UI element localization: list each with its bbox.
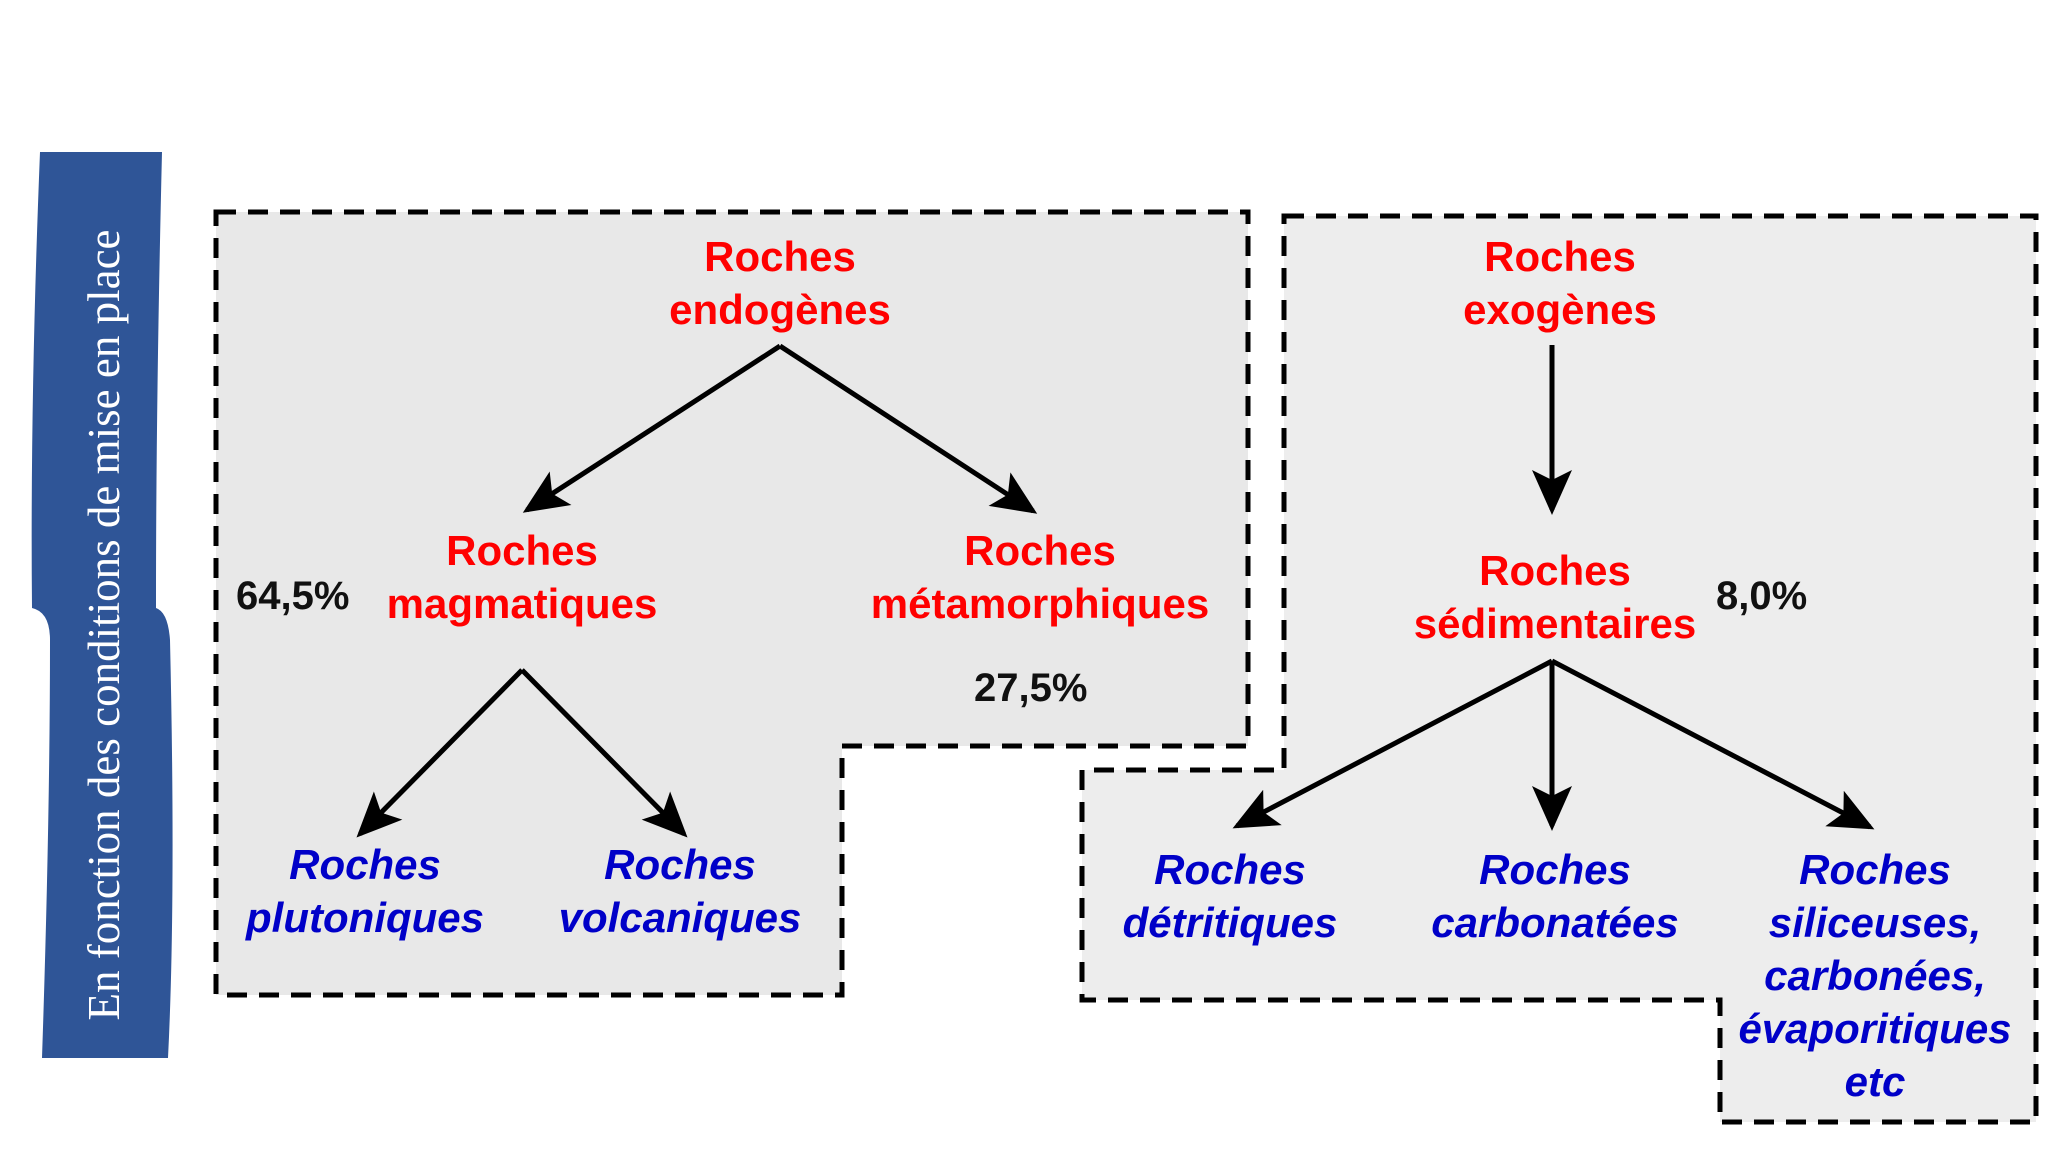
arrow-magmatiques-to-volcaniques bbox=[520, 668, 688, 838]
node-line: Roches bbox=[1479, 547, 1631, 594]
node-line: Roches bbox=[1479, 846, 1631, 893]
node-roches-metamorphiques: Roches métamorphiques bbox=[860, 524, 1220, 630]
node-roches-siliceuses: Roches siliceuses, carbonées, évaporitiq… bbox=[1725, 843, 2025, 1108]
node-line: plutoniques bbox=[246, 894, 484, 941]
node-roches-sedimentaires: Roches sédimentaires bbox=[1390, 544, 1720, 650]
node-line: Roches bbox=[1799, 846, 1951, 893]
node-roches-magmatiques: Roches magmatiques bbox=[372, 524, 672, 630]
percentage-metamorphiques: 27,5% bbox=[974, 666, 1088, 710]
percentage-magmatiques: 64,5% bbox=[236, 574, 350, 618]
node-line: exogènes bbox=[1463, 286, 1657, 333]
node-roches-carbonatees: Roches carbonatées bbox=[1405, 843, 1705, 949]
node-line: carbonées, bbox=[1764, 952, 1986, 999]
node-line: évaporitiques bbox=[1738, 1005, 2012, 1052]
node-line: métamorphiques bbox=[870, 580, 1210, 627]
endogenous-region bbox=[213, 209, 1251, 998]
node-line: endogènes bbox=[669, 286, 891, 333]
node-line: Roches bbox=[289, 841, 441, 888]
node-line: Roches bbox=[446, 527, 598, 574]
node-line: Roches bbox=[1484, 233, 1636, 280]
node-line: magmatiques bbox=[386, 580, 658, 627]
node-line: sédimentaires bbox=[1413, 600, 1697, 647]
arrow-endogenes-to-magmatiques bbox=[522, 343, 782, 513]
node-roches-exogenes: Roches exogènes bbox=[1410, 230, 1710, 336]
arrow-sedimentaires-to-siliceuses bbox=[1550, 658, 1875, 830]
node-line: etc bbox=[1844, 1058, 1906, 1105]
node-line: siliceuses, bbox=[1768, 899, 1982, 946]
exogenous-region bbox=[1079, 213, 2039, 1125]
node-line: volcaniques bbox=[558, 894, 802, 941]
sidebar-title: En fonction des conditions de mise en pl… bbox=[79, 229, 129, 1021]
arrow-magmatiques-to-plutoniques bbox=[356, 668, 524, 838]
node-line: Roches bbox=[1154, 846, 1306, 893]
arrow-endogenes-to-metamorphiques bbox=[778, 343, 1038, 514]
node-roches-volcaniques: Roches volcaniques bbox=[540, 838, 820, 944]
percentage-sedimentaires: 8,0% bbox=[1716, 574, 1808, 618]
node-roches-plutoniques: Roches plutoniques bbox=[225, 838, 505, 944]
node-line: carbonatées bbox=[1431, 899, 1679, 946]
node-line: détritiques bbox=[1122, 899, 1338, 946]
node-roches-detritiques: Roches détritiques bbox=[1090, 843, 1370, 949]
sidebar-band bbox=[31, 152, 173, 1058]
node-line: Roches bbox=[964, 527, 1116, 574]
node-roches-endogenes: Roches endogènes bbox=[630, 230, 930, 336]
node-line: Roches bbox=[704, 233, 856, 280]
arrow-sedimentaires-to-detritiques bbox=[1232, 658, 1554, 829]
node-line: Roches bbox=[604, 841, 756, 888]
